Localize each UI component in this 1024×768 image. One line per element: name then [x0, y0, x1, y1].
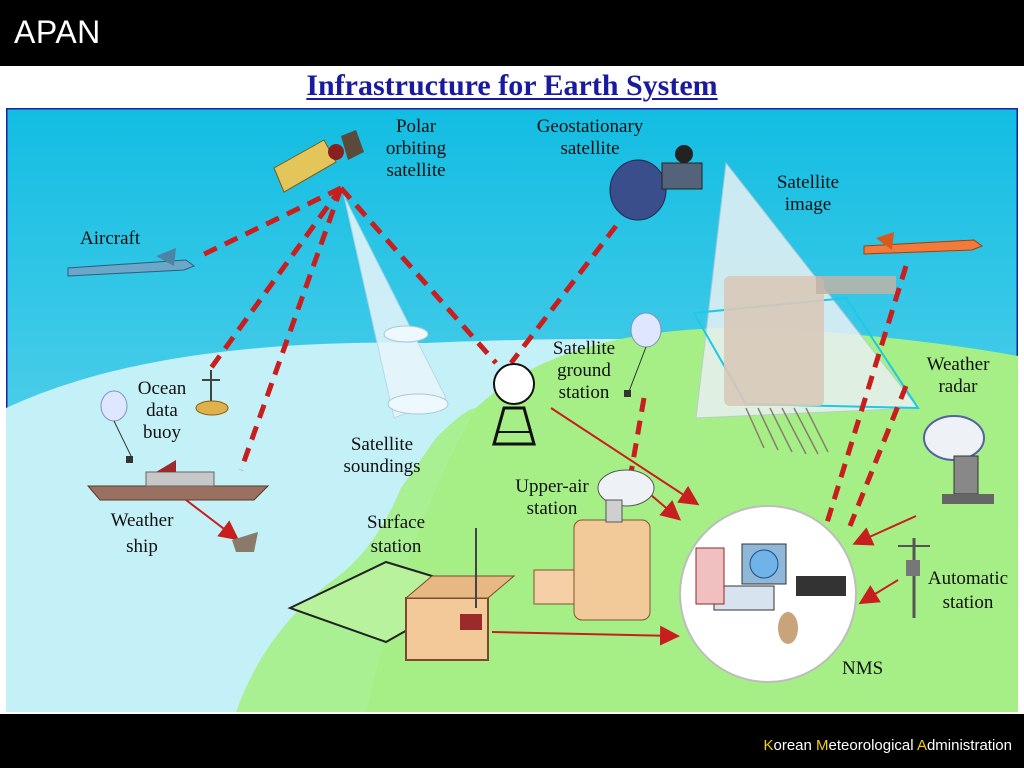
weather-balloon-left — [100, 390, 133, 463]
automatic-station — [898, 538, 930, 618]
earth-system-diagram: Polar orbiting satellite Geostationary s… — [6, 108, 1018, 712]
svg-text:Upper-air: Upper-air — [515, 476, 589, 497]
ocean-data-buoy — [195, 370, 229, 416]
sounding-cloud-1 — [387, 393, 449, 415]
svg-text:satellite: satellite — [386, 160, 445, 181]
nms-center — [679, 505, 857, 683]
svg-text:data: data — [146, 400, 178, 421]
footer-initial-m: M — [816, 737, 829, 754]
page-title: Infrastructure for Earth System — [306, 69, 718, 102]
svg-text:Satellite: Satellite — [553, 338, 615, 359]
weather-ship-label: Weather ship — [111, 510, 174, 557]
nms-label: NMS — [842, 658, 883, 679]
rain-streaks — [745, 407, 829, 455]
geostationary-satellite — [609, 145, 703, 221]
satellite-soundings-label: Satellite soundings — [343, 434, 420, 477]
aircraft-left — [67, 248, 196, 277]
svg-text:ground: ground — [557, 360, 611, 381]
ground-station-label: Satellite ground station — [553, 338, 615, 403]
svg-text:Weather: Weather — [111, 510, 174, 531]
upper-air-station-label: Upper-air station — [515, 476, 589, 519]
svg-text:Weather: Weather — [927, 354, 990, 375]
svg-text:station: station — [943, 592, 994, 613]
polar-satellite-label: Polar orbiting satellite — [386, 116, 447, 181]
svg-text:satellite: satellite — [560, 138, 619, 159]
svg-text:buoy: buoy — [143, 422, 182, 443]
svg-text:Polar: Polar — [396, 116, 437, 137]
footer-word-dministration: dministration — [926, 737, 1012, 754]
aircraft-label: Aircraft — [80, 228, 141, 249]
satellite-image-cloud-2 — [816, 276, 896, 294]
footer-initial-a: A — [916, 737, 927, 754]
polar-orbiting-satellite — [273, 130, 364, 193]
brand-label: APAN — [14, 14, 101, 50]
satellite-image-cloud — [724, 276, 824, 406]
organization-name: Korean Meteorological Administration — [763, 737, 1012, 754]
upper-air-station — [533, 469, 655, 621]
svg-text:radar: radar — [938, 376, 978, 397]
surface-station-label: Surface station — [367, 512, 425, 557]
satellite-image-label: Satellite image — [777, 172, 839, 215]
svg-text:Surface: Surface — [367, 512, 425, 533]
footer-bar: Korean Meteorological Administration — [0, 714, 1024, 768]
footer-word-orean: orean — [773, 737, 817, 754]
svg-text:Ocean: Ocean — [138, 378, 187, 399]
geostationary-satellite-label: Geostationary satellite — [537, 116, 644, 159]
surface-station — [287, 528, 516, 661]
svg-text:Automatic: Automatic — [928, 568, 1008, 589]
svg-text:orbiting: orbiting — [386, 138, 447, 159]
svg-text:ship: ship — [126, 536, 158, 557]
data-links — [194, 185, 909, 527]
svg-text:station: station — [559, 382, 610, 403]
svg-text:Geostationary: Geostationary — [537, 116, 644, 137]
ocean-data-buoy-label: Ocean data buoy — [138, 378, 187, 443]
svg-text:station: station — [371, 536, 422, 557]
weather-radar-label: Weather radar — [927, 354, 990, 397]
svg-text:soundings: soundings — [343, 456, 420, 477]
weather-radar — [923, 415, 994, 504]
svg-text:Satellite: Satellite — [777, 172, 839, 193]
land-shore — [236, 408, 476, 712]
aircraft-right — [863, 232, 984, 255]
footer-word-eteorological: eteorological — [828, 737, 917, 754]
automatic-station-label: Automatic station — [928, 568, 1008, 613]
weather-ship — [86, 460, 270, 552]
weather-balloon-right — [624, 312, 662, 397]
svg-text:Satellite: Satellite — [351, 434, 413, 455]
header-bar: APAN — [0, 0, 1024, 66]
footer-initial-k: K — [763, 737, 774, 754]
svg-text:image: image — [785, 194, 831, 215]
satellite-ground-station — [492, 363, 536, 446]
sounding-cloud-2 — [383, 325, 429, 343]
svg-text:station: station — [527, 498, 578, 519]
